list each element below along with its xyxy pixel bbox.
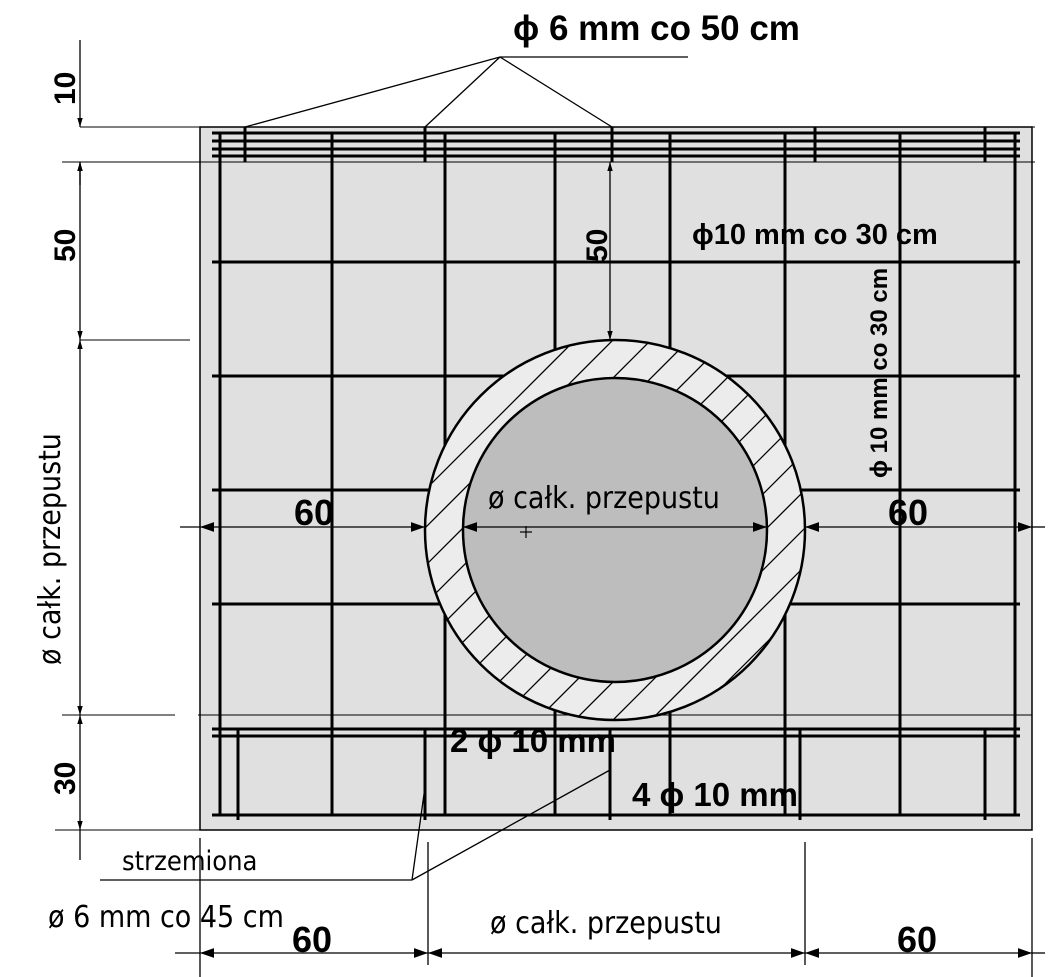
horizontal-mesh-label: ϕ10 mm co 30 cm bbox=[692, 219, 938, 251]
hatch-line bbox=[542, 340, 805, 720]
hatch-line bbox=[425, 340, 722, 720]
top-bar-label: ϕ 6 mm co 50 cm bbox=[513, 9, 800, 48]
dim-left-10: 10 bbox=[49, 72, 82, 105]
dim-left-30: 30 bbox=[49, 762, 82, 795]
bottom-diameter-label: ø całk. przepustu bbox=[490, 906, 722, 941]
left-diameter-label: ø całk. przepustu bbox=[33, 433, 68, 665]
dim-bottom-left-60: 60 bbox=[292, 919, 332, 960]
bottom-bars-2-label: 2 ϕ 10 mm bbox=[450, 722, 616, 759]
dim-side-left-60: 60 bbox=[294, 492, 334, 533]
dim-side-right-60: 60 bbox=[888, 492, 928, 533]
reinforcement-mesh bbox=[212, 127, 1020, 820]
vertical-mesh-label: ϕ 10 mm co 30 cm bbox=[866, 268, 893, 478]
pipe-inner-opening bbox=[461, 376, 769, 684]
leader-lines bbox=[100, 56, 688, 881]
stirrups-spacing-label: ø 6 mm co 45 cm bbox=[48, 900, 284, 935]
dim-bottom-right-60: 60 bbox=[897, 919, 937, 960]
stirrups-label: strzemiona bbox=[122, 846, 257, 877]
hatch-line bbox=[425, 340, 684, 720]
dim-cover-50: 50 bbox=[581, 229, 614, 262]
dimension-lines bbox=[77, 40, 1045, 977]
hatch-line bbox=[425, 340, 646, 720]
bottom-bars-4-label: 4 ϕ 10 mm bbox=[632, 776, 798, 813]
hatch-line bbox=[580, 340, 805, 720]
pipe-diameter-label: ø całk. przepustu bbox=[488, 481, 720, 516]
dim-left-50: 50 bbox=[49, 229, 82, 262]
